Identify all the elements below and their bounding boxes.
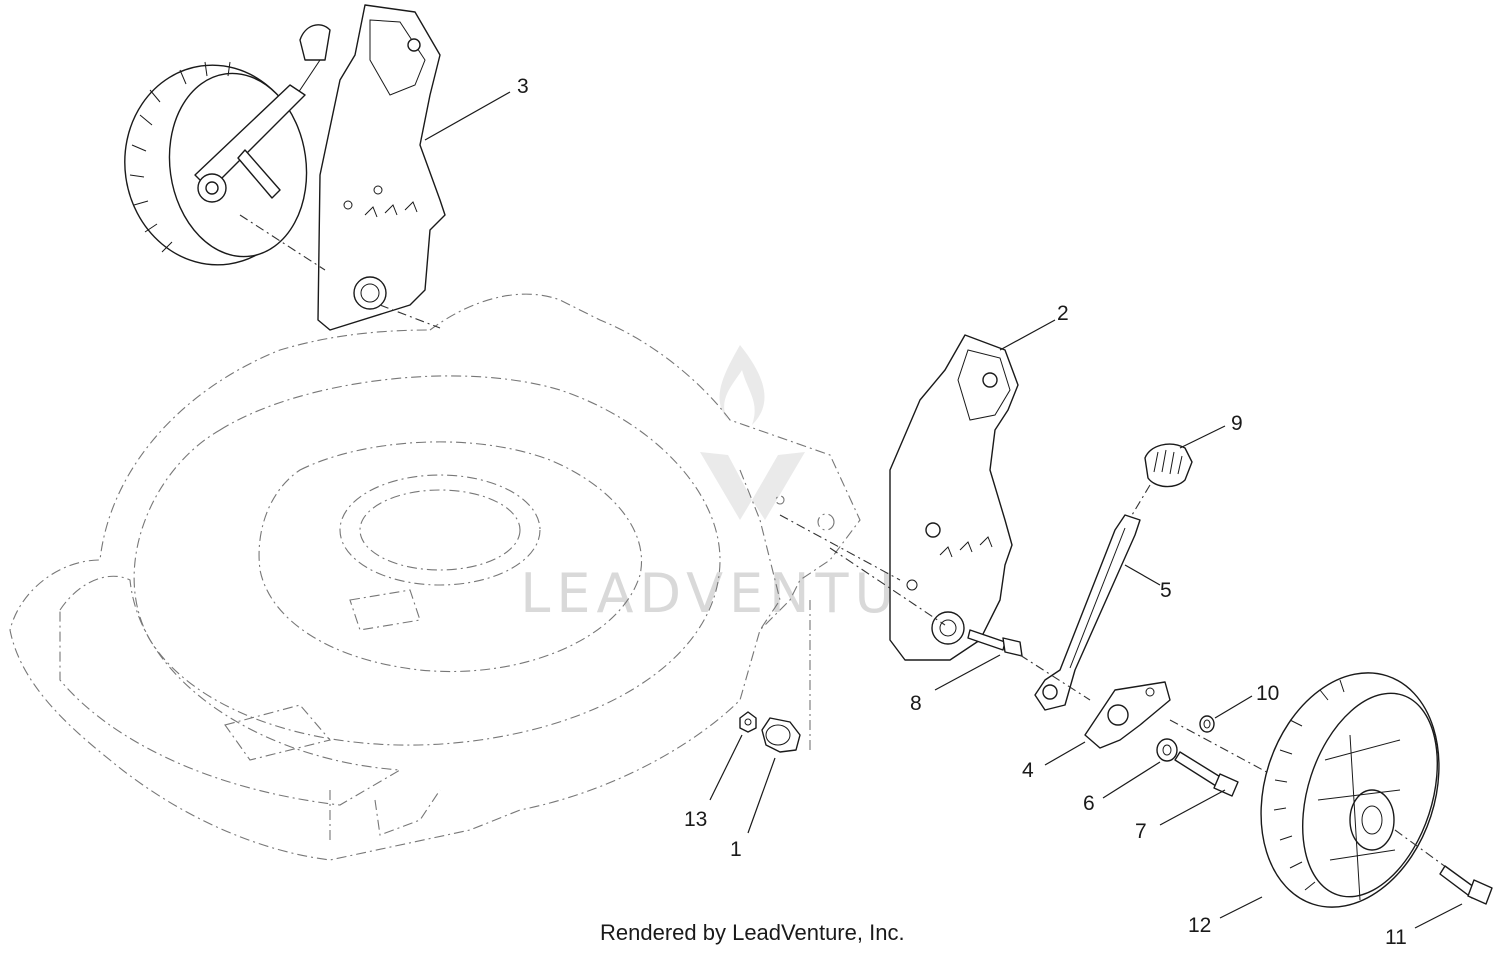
render-credit: Rendered by LeadVenture, Inc. (600, 920, 905, 945)
washer-10 (1199, 715, 1215, 733)
callout-1: 1 (730, 838, 742, 861)
height-adjust-lever (1034, 514, 1141, 711)
bolt-7 (1174, 751, 1239, 797)
nut-13 (739, 711, 757, 733)
watermark-logo-icon (700, 345, 805, 520)
mower-deck (9, 293, 861, 861)
callout-4: 4 (1022, 759, 1034, 782)
bolt-8 (967, 629, 1023, 657)
washer-6 (1156, 738, 1178, 762)
front-right-wheel (1260, 672, 1440, 908)
bushing-1 (761, 717, 801, 753)
callout-3: 3 (517, 75, 529, 98)
rear-left-wheel (124, 24, 331, 266)
leader-lines (424, 91, 1463, 929)
grip-axis-line (1131, 484, 1151, 516)
axis-line-front (779, 514, 946, 626)
wheel-bolt-11 (1394, 829, 1493, 905)
pivot-plate (1084, 681, 1171, 749)
height-bracket-front (889, 334, 1019, 661)
callout-12: 12 (1188, 914, 1211, 937)
callout-2: 2 (1057, 302, 1069, 325)
callout-9: 9 (1231, 412, 1243, 435)
callout-10: 10 (1256, 682, 1279, 705)
callout-5: 5 (1160, 579, 1172, 602)
callout-7: 7 (1135, 820, 1147, 843)
axis-line-rear (239, 214, 441, 329)
front-axis-line (1019, 654, 1301, 791)
callout-13: 13 (684, 808, 707, 831)
lever-grip (1144, 443, 1193, 488)
callout-11: 11 (1385, 926, 1407, 949)
height-bracket-upper (317, 4, 446, 331)
callout-8: 8 (910, 692, 922, 715)
callout-6: 6 (1083, 792, 1095, 815)
